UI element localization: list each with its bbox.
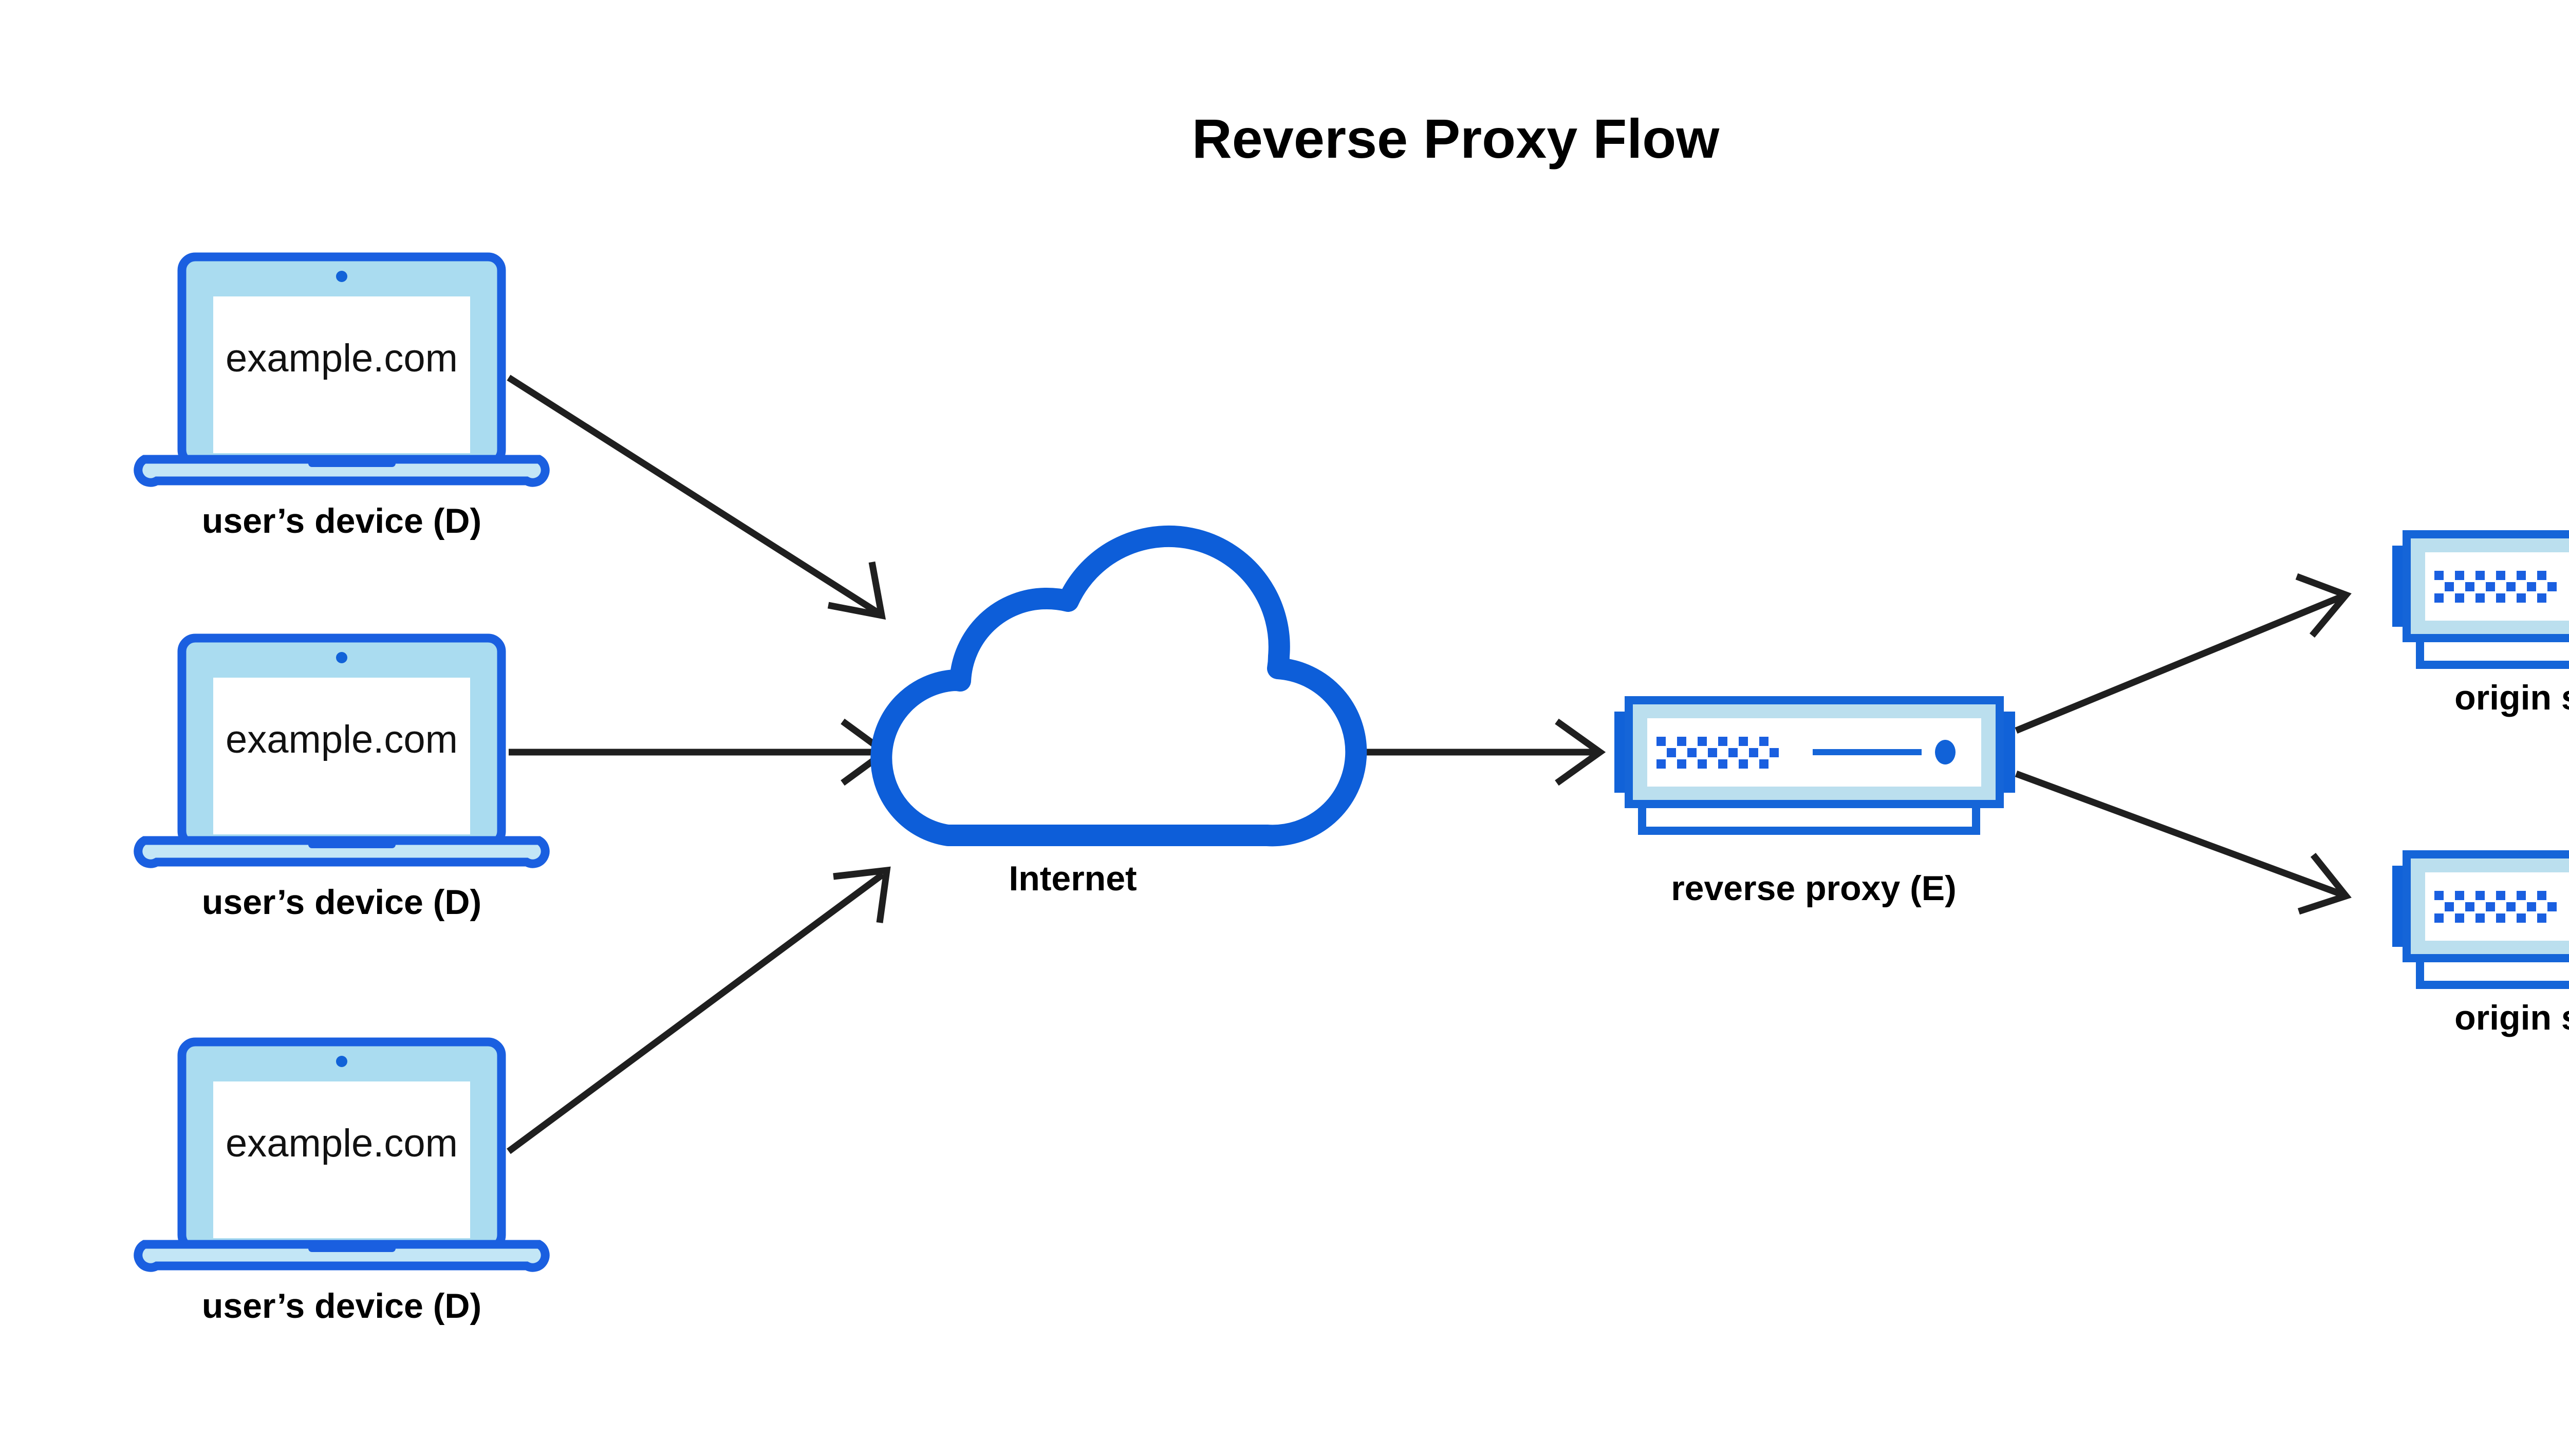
client-screen-text: example.com bbox=[226, 718, 458, 761]
laptop-trackpad-notch bbox=[308, 459, 396, 467]
laptop-screen bbox=[213, 1081, 470, 1238]
server-port-grid-icon bbox=[2434, 571, 2557, 603]
node-client-3[interactable]: example.com user’s device (D) bbox=[134, 1037, 550, 1326]
laptop-icon bbox=[134, 633, 550, 868]
laptop-base bbox=[134, 1240, 550, 1272]
cloud-icon bbox=[870, 525, 1367, 847]
laptop-camera-icon bbox=[336, 271, 347, 282]
client-screen-text: example.com bbox=[226, 337, 458, 380]
node-origin-1[interactable]: origin server (F) bbox=[2392, 530, 2569, 717]
node-origin-2[interactable]: origin server (F) bbox=[2392, 850, 2569, 1037]
server-base-shelf bbox=[2416, 954, 2569, 989]
laptop-icon bbox=[134, 252, 550, 487]
page-title: Reverse Proxy Flow bbox=[1192, 107, 1720, 170]
laptop-icon bbox=[134, 1037, 550, 1272]
laptop-screen bbox=[213, 678, 470, 834]
laptop-camera-icon bbox=[336, 652, 347, 663]
server-port-grid-icon bbox=[2434, 891, 2557, 923]
laptop-trackpad-notch bbox=[308, 840, 396, 848]
server-icon bbox=[2392, 850, 2569, 989]
server-icon bbox=[1614, 696, 2015, 835]
internet-label: Internet bbox=[1009, 859, 1137, 898]
server-status-dot-icon bbox=[1935, 740, 1956, 764]
edge-client1-to-internet bbox=[507, 375, 886, 620]
origin-server-label: origin server (F) bbox=[2454, 678, 2569, 717]
origin-server-label: origin server (F) bbox=[2454, 998, 2569, 1037]
node-client-1[interactable]: example.com user’s device (D) bbox=[134, 252, 550, 540]
node-reverse-proxy[interactable]: reverse proxy (E) bbox=[1614, 696, 2015, 908]
laptop-base bbox=[134, 836, 550, 868]
edge-proxy-to-origin1 bbox=[2015, 573, 2352, 734]
reverse-proxy-label: reverse proxy (E) bbox=[1671, 869, 1957, 908]
laptop-trackpad-notch bbox=[308, 1244, 396, 1252]
server-base-shelf bbox=[1638, 800, 1980, 835]
edge-proxy-to-origin2 bbox=[2015, 770, 2352, 915]
server-base-shelf bbox=[2416, 634, 2569, 669]
laptop-camera-icon bbox=[336, 1056, 347, 1067]
client-label: user’s device (D) bbox=[202, 883, 481, 922]
server-port-grid-icon bbox=[1656, 737, 1779, 769]
node-client-2[interactable]: example.com user’s device (D) bbox=[134, 633, 550, 922]
node-internet[interactable]: Internet bbox=[870, 525, 1367, 898]
laptop-screen bbox=[213, 296, 470, 453]
edges-layer bbox=[507, 375, 2352, 1154]
laptop-base bbox=[134, 455, 550, 487]
client-label: user’s device (D) bbox=[202, 1286, 481, 1326]
client-label: user’s device (D) bbox=[202, 501, 481, 540]
client-screen-text: example.com bbox=[226, 1122, 458, 1165]
server-icon bbox=[2392, 530, 2569, 669]
edge-client3-to-internet bbox=[507, 866, 891, 1154]
